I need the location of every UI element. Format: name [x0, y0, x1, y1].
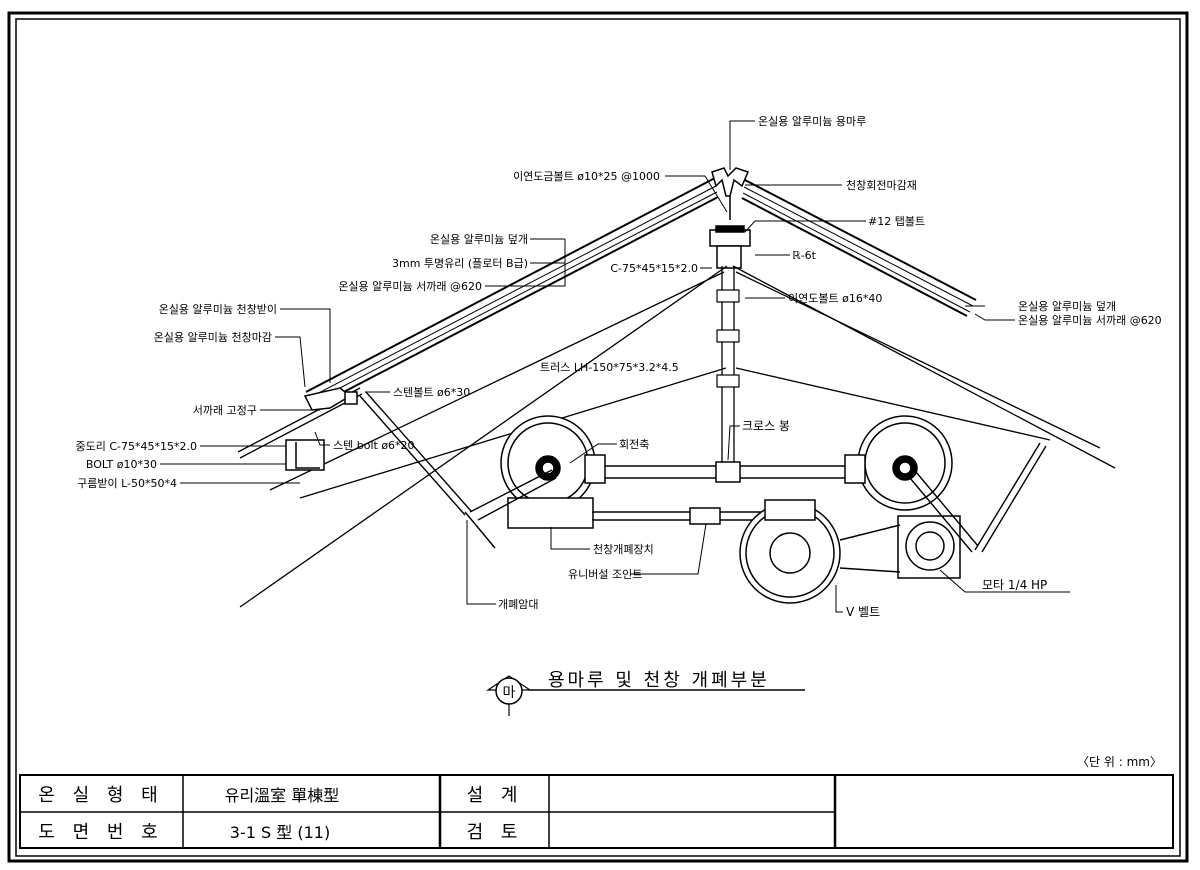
sheet-border: [7, 11, 1189, 863]
label-v-belt: V 벨트: [846, 605, 880, 619]
label-truss: 트러스 LH-150*75*3.2*4.5: [540, 361, 679, 374]
cross-bar: [580, 461, 860, 483]
label-purlin: 중도리 C-75*45*15*2.0: [76, 440, 198, 453]
type-label: 온 실 형 태: [38, 785, 163, 806]
label-rafter-right: 온실용 알루미늄 서까래 @620: [1018, 313, 1162, 327]
label-bolt: BOLT ø10*30: [86, 458, 157, 471]
label-gutter-support: 구름받이 L-50*50*4: [77, 477, 177, 490]
label-tap-bolt: #12 탭볼트: [868, 215, 925, 228]
label-opening-arm: 개폐암대: [498, 598, 538, 611]
label-cover-right: 온실용 알루미늄 덮개: [1018, 299, 1116, 313]
number-value: 3-1 S 型 (11): [230, 823, 330, 842]
truss-bolts: [716, 289, 740, 388]
label-vent-support: 온실용 알루미늄 천창받이: [159, 302, 277, 316]
motor-unit: [839, 515, 961, 579]
pulley-reducer: [739, 499, 841, 604]
vent-drive-left: [500, 415, 606, 529]
type-value: 유리溫室 單棟型: [225, 786, 340, 805]
design-label: 설 계: [467, 785, 524, 806]
label-glass: 3mm 투명유리 (플로터 B급): [392, 257, 528, 270]
label-vent-device: 천창개폐장치: [593, 542, 654, 556]
leader-lines: [160, 120, 1070, 613]
eave-detail: [285, 387, 358, 471]
caption-title: 용마루 및 천창 개폐부분: [548, 670, 770, 691]
label-ridge-vent-finish: 천창회전마감재: [846, 178, 917, 192]
number-label: 도 면 번 호: [38, 822, 163, 843]
label-iron-bolt: 이연도금볼트 ø10*25 @1000: [513, 170, 660, 183]
ridge-cap: [709, 167, 751, 269]
review-label: 검 토: [467, 822, 524, 843]
label-iron-bolt2: 이연도볼트 ø16*40: [788, 292, 882, 305]
section-caption: 마 용마루 및 천창 개폐부분: [486, 670, 805, 716]
label-stainless-bolt2: 스텐 bolt ø6*20: [333, 439, 415, 452]
label-rotation-axis: 회전축: [619, 438, 649, 451]
label-cover-left: 온실용 알루미늄 덮개: [430, 232, 528, 246]
truss: [239, 265, 1116, 608]
label-vent-finish: 온실용 알루미늄 천창마감: [154, 330, 272, 344]
label-ridge: 온실용 알루미늄 용마루: [758, 114, 866, 128]
roof-glazing-right: [741, 179, 977, 317]
label-stainless-bolt1: 스텐볼트 ø6*30: [393, 386, 470, 399]
label-rafter-fixture: 서까래 고정구: [193, 404, 257, 417]
vent-drive-right: [844, 415, 953, 511]
opening-arms: [359, 391, 1047, 553]
roof-glazing-left: [305, 177, 719, 409]
label-universal-joint: 유니버설 조인트: [568, 568, 642, 581]
title-block: [19, 774, 1174, 849]
unit-note: 〈단 위 : mm〉: [1077, 755, 1162, 769]
label-plate: ℝ-6t: [792, 249, 817, 262]
label-motor: 모타 1/4 HP: [982, 578, 1047, 592]
shaft: [592, 507, 780, 525]
label-cross-bar: 크로스 봉: [742, 419, 790, 433]
label-rafter-left: 온실용 알루미늄 서까래 @620: [338, 279, 482, 293]
label-c-channel-top: C-75*45*15*2.0: [610, 262, 698, 275]
caption-marker: 마: [503, 685, 516, 701]
